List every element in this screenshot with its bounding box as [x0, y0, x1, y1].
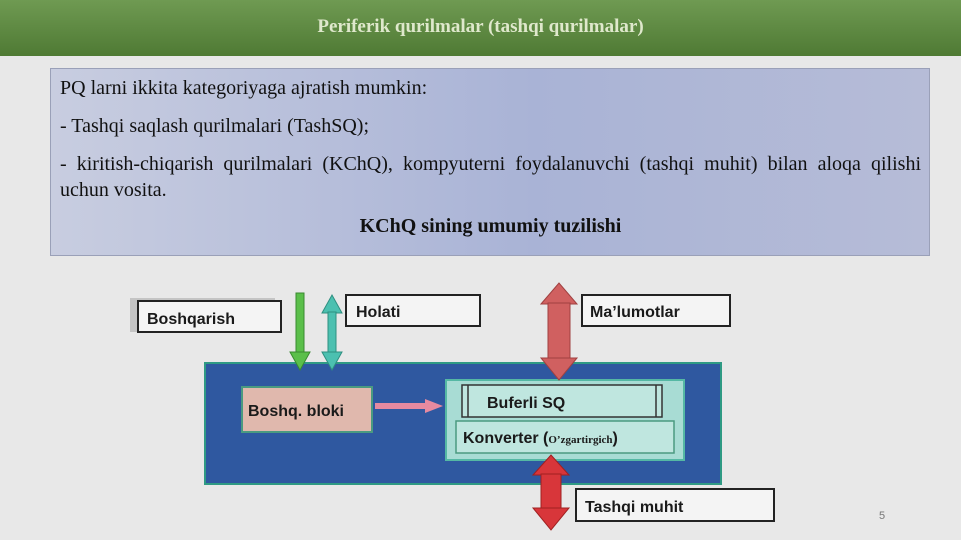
content-line-2: - Tashqi saqlash qurilmalari (TashSQ);: [60, 115, 369, 137]
holati-label: Holati: [356, 304, 400, 321]
konverter-label: Konverter (: [463, 430, 549, 447]
boshq-bloki-box: [241, 386, 373, 433]
buferli-sq-label: Buferli SQ: [487, 395, 565, 412]
tashqi-muhit-box: [575, 488, 775, 522]
konverter-text: Konverter (O’zgartirgich): [463, 430, 618, 447]
boshqarish-box: [137, 300, 282, 333]
page-number: 5: [879, 510, 886, 522]
tashqi-muhit-label: Tashqi muhit: [585, 499, 684, 516]
holati-box: [345, 294, 481, 327]
boshq-bloki-label: Boshq. bloki: [248, 403, 344, 420]
content-textbox: PQ larni ikkita kategoriyaga ajratish mu…: [50, 68, 930, 256]
control-to-buffer-arrow: [375, 399, 443, 413]
buferli-sq-box: [461, 384, 663, 418]
title-bar: Periferik qurilmalar (tashqi qurilmalar): [0, 0, 961, 56]
status-double-arrow: [321, 293, 343, 372]
data-double-arrow: [539, 282, 579, 381]
content-line-1: PQ larni ikkita kategoriyaga ajratish mu…: [60, 77, 428, 99]
slide-title: Periferik qurilmalar (tashqi qurilmalar): [317, 16, 644, 37]
malumotlar-box: [581, 294, 731, 327]
external-double-arrow: [531, 454, 571, 531]
malumotlar-label: Ma’lumotlar: [590, 304, 680, 321]
content-line-3: - kiritish-chiqarish qurilmalari (KChQ),…: [60, 153, 921, 201]
konverter-box: [455, 420, 675, 454]
diagram-heading: KChQ sining umumiy tuzilishi: [359, 215, 622, 237]
control-down-arrow: [289, 292, 311, 372]
boshqarish-label: Boshqarish: [147, 311, 235, 328]
konverter-close-paren: ): [613, 430, 618, 447]
ozgartirgich-label: O’zgartirgich: [548, 434, 612, 446]
